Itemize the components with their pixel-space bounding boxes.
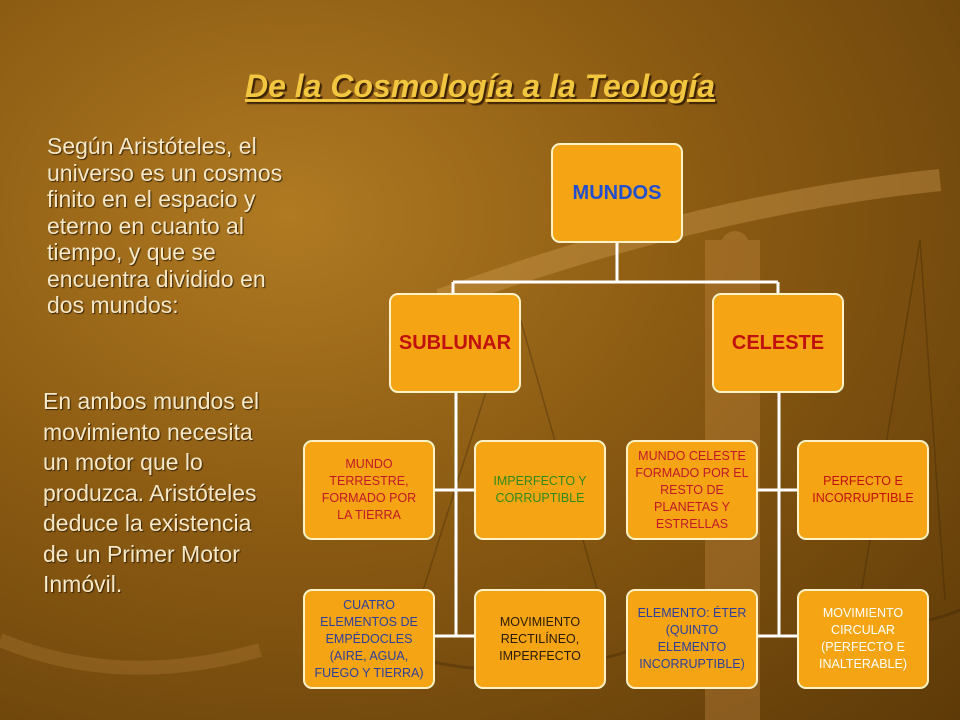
box-mundos: MUNDOS xyxy=(551,143,683,243)
box-mundo-terrestre: MUNDO TERRESTRE, FORMADO POR LA TIERRA xyxy=(303,440,435,540)
box-elemento-eter: ELEMENTO: ÉTER (QUINTO ELEMENTO INCORRUP… xyxy=(626,589,758,689)
box-perfecto: PERFECTO E INCORRUPTIBLE xyxy=(797,440,929,540)
box-elemento-eter-text: ELEMENTO: ÉTER (QUINTO ELEMENTO INCORRUP… xyxy=(637,606,747,671)
box-mundo-celeste-text: MUNDO CELESTE FORMADO POR EL RESTO DE PL… xyxy=(635,448,749,531)
box-mundo-terrestre-text: MUNDO TERRESTRE, FORMADO POR LA TIERRA xyxy=(321,457,417,522)
box-sublunar-label: SUBLUNAR xyxy=(398,331,512,354)
box-celeste-label: CELESTE xyxy=(731,331,825,354)
box-sublunar: SUBLUNAR xyxy=(389,293,521,393)
box-mundos-label: MUNDOS xyxy=(572,181,662,204)
box-movimiento-rectilineo-text: MOVIMIENTO RECTILÍNEO, IMPERFECTO xyxy=(499,614,581,663)
conclusion-paragraph: En ambos mundos el movimiento necesita u… xyxy=(43,388,260,597)
intro-paragraph: Según Aristóteles, el universo es un cos… xyxy=(47,133,283,318)
box-cuatro-elementos: CUATRO ELEMENTOS DE EMPÉDOCLES (AIRE, AG… xyxy=(303,589,435,689)
slide-title: De la Cosmología a la Teología xyxy=(244,68,716,104)
box-mundo-celeste: MUNDO CELESTE FORMADO POR EL RESTO DE PL… xyxy=(626,440,758,540)
box-movimiento-circular: MOVIMIENTO CIRCULAR (PERFECTO E INALTERA… xyxy=(797,589,929,689)
box-cuatro-elementos-text: CUATRO ELEMENTOS DE EMPÉDOCLES (AIRE, AG… xyxy=(314,597,424,680)
box-imperfecto-text: IMPERFECTO Y CORRUPTIBLE xyxy=(493,474,587,505)
box-perfecto-text: PERFECTO E INCORRUPTIBLE xyxy=(812,474,914,505)
box-movimiento-circular-text: MOVIMIENTO CIRCULAR (PERFECTO E INALTERA… xyxy=(819,606,907,671)
box-celeste: CELESTE xyxy=(712,293,844,393)
box-imperfecto: IMPERFECTO Y CORRUPTIBLE xyxy=(474,440,606,540)
box-movimiento-rectilineo: MOVIMIENTO RECTILÍNEO, IMPERFECTO xyxy=(474,589,606,689)
